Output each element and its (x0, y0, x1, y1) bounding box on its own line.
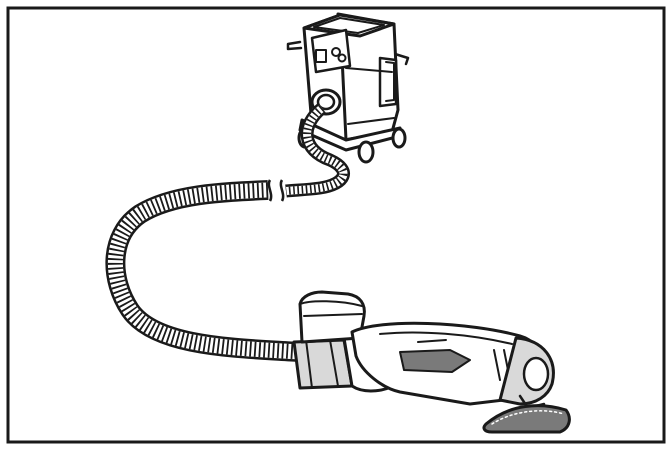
corrugated-hose-icon (105, 102, 350, 362)
dust-extractor-icon (286, 12, 410, 164)
multi-tool-icon (292, 290, 571, 434)
illustration-frame (6, 6, 666, 444)
